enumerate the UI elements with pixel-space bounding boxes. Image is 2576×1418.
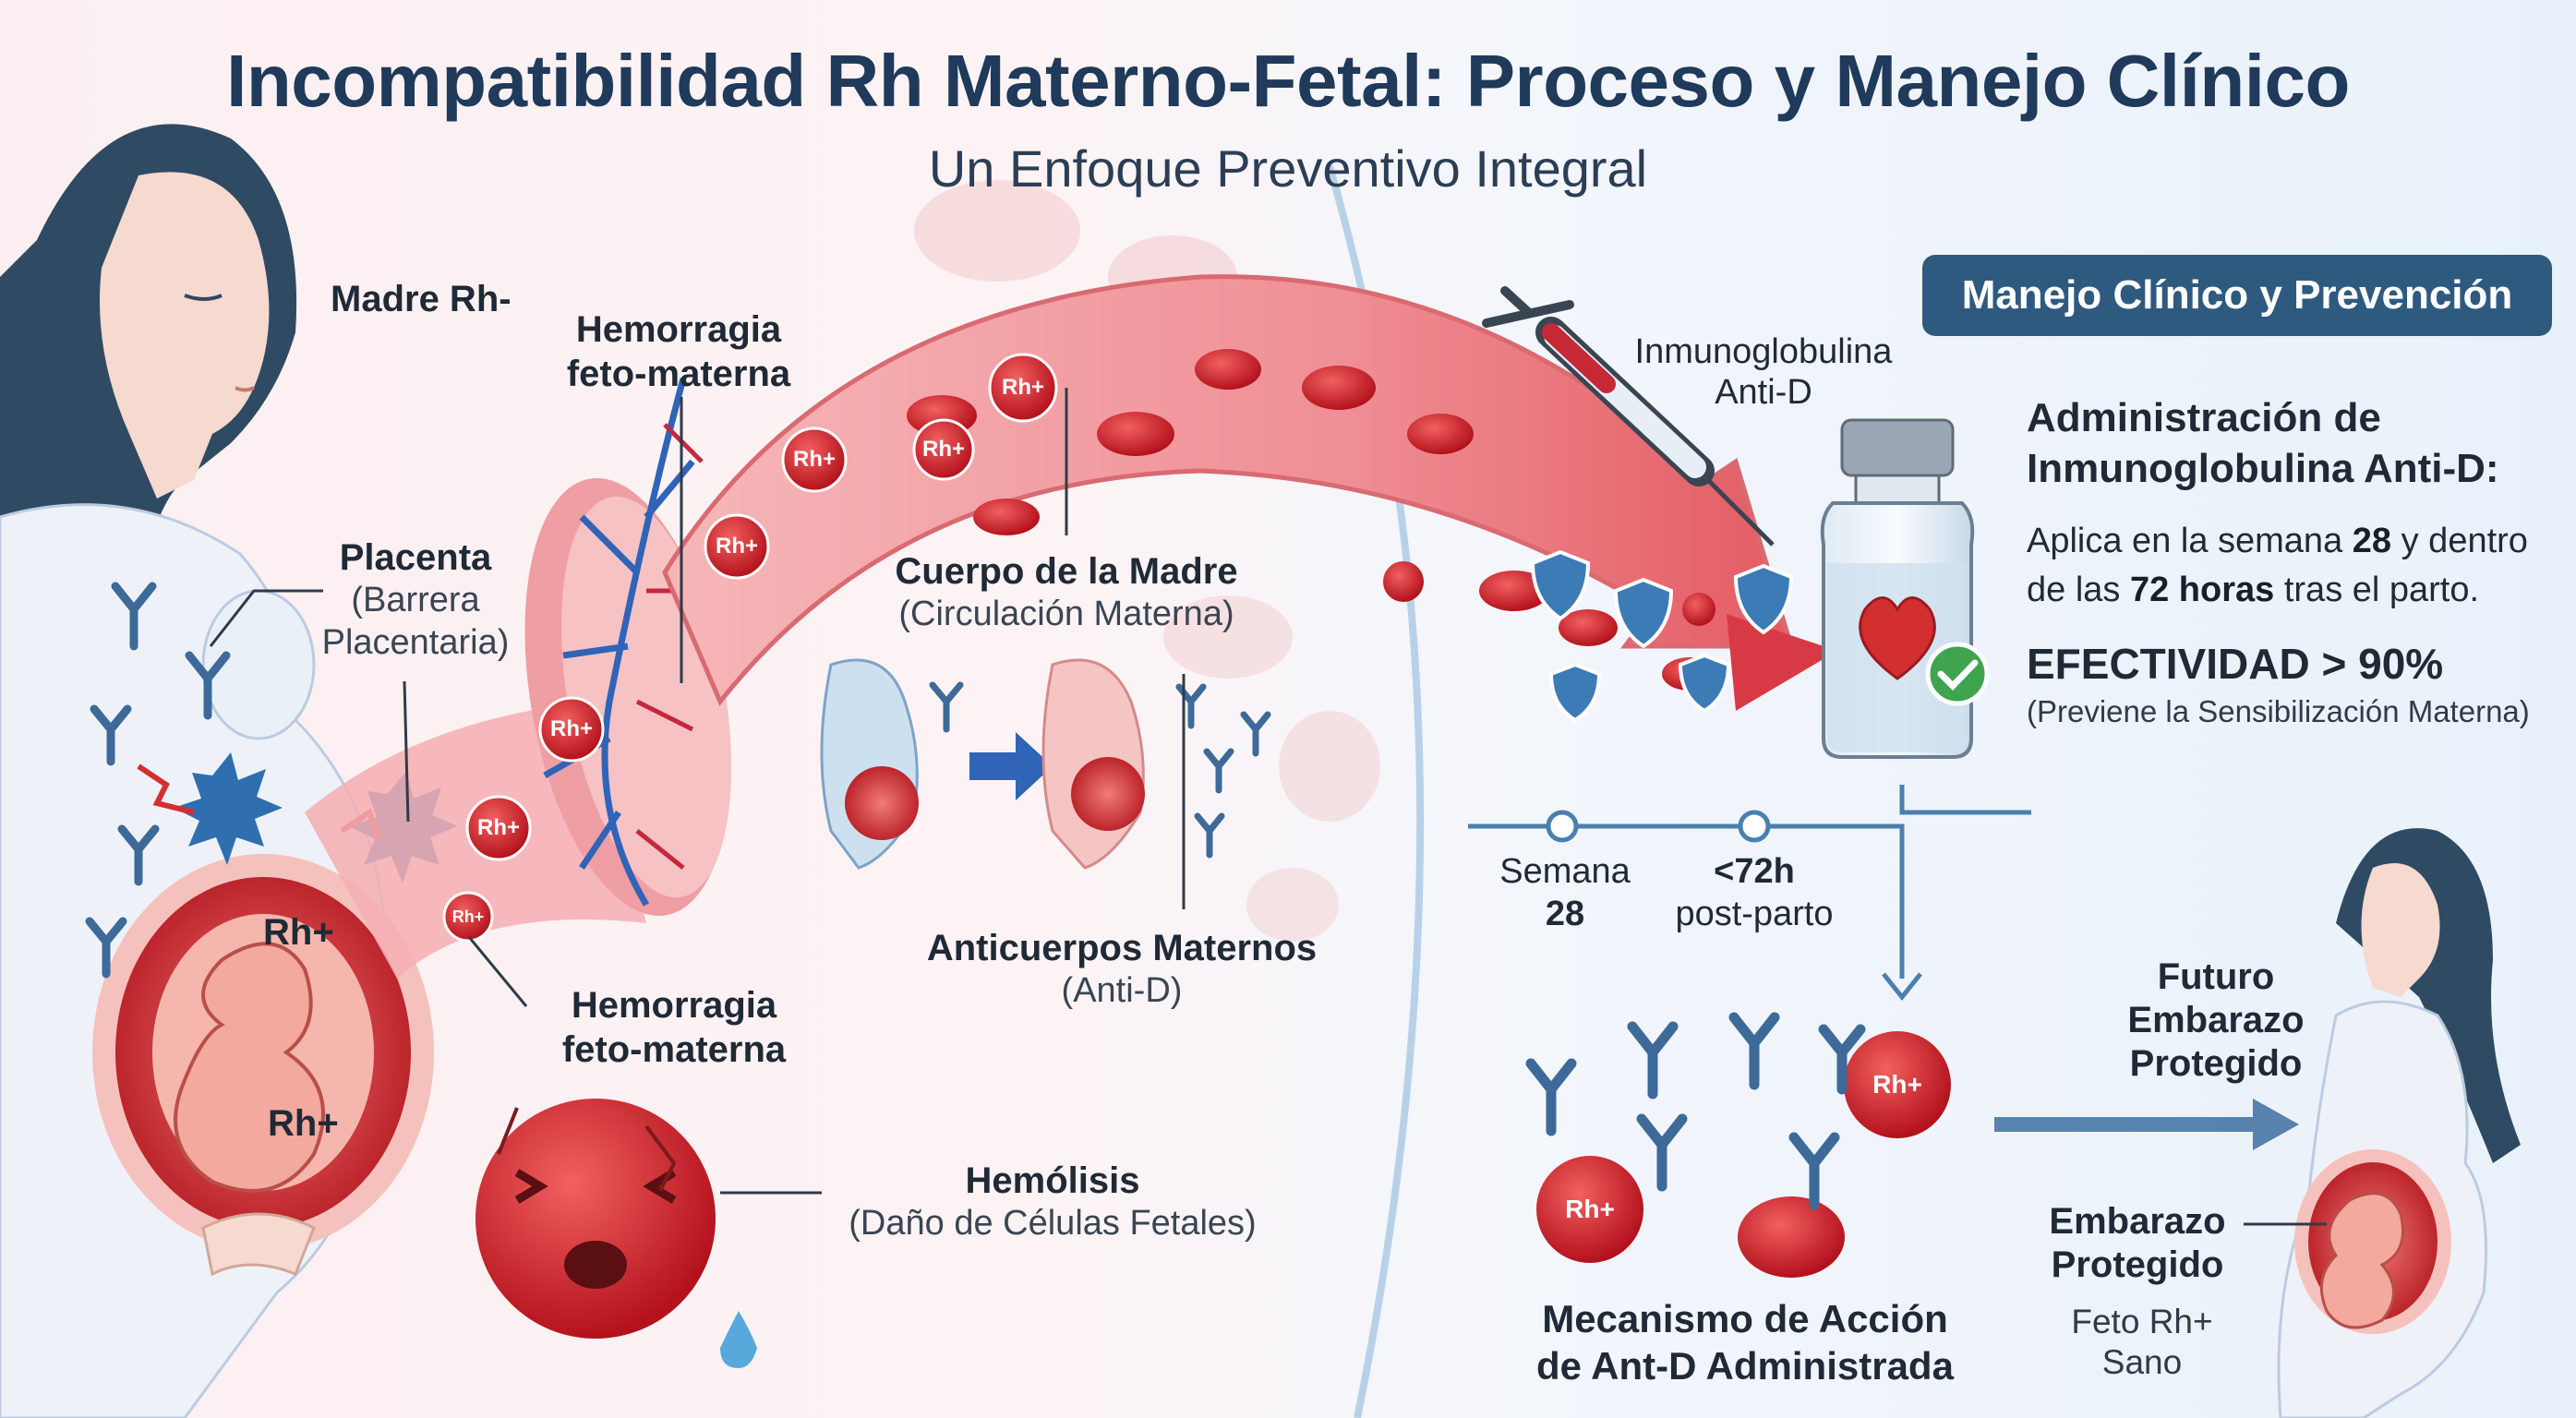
syringe-label-line1: Inmunoglobulina [1634, 332, 1893, 371]
placenta-label-sub2: Placentaria) [321, 622, 510, 662]
admin-desc-part3: de las [2027, 571, 2121, 610]
antibody-icon [1525, 1012, 1866, 1210]
mechanism-label: Mecanismo de Acción de Ant-D Administrad… [1505, 1295, 1985, 1389]
hemolysis-title: Hemólisis [965, 1160, 1140, 1201]
placenta-label: Placenta (Barrera Placentaria) [295, 535, 536, 664]
antibodies-sub: (Anti-D) [1061, 971, 1183, 1010]
rh-cell-tag: Rh+ [715, 534, 758, 559]
syringe-label: Inmunoglobulina Anti-D [1625, 332, 1902, 413]
antibody-icon [85, 582, 231, 979]
hemolysis-sub: (Daño de Células Fetales) [849, 1204, 1257, 1243]
rh-cell-tag: Rh+ [792, 447, 836, 472]
mechanism-cells [1536, 1031, 1951, 1278]
placenta-label-sub1: (Barrera [351, 581, 480, 619]
timeline-node-week [1546, 810, 1579, 843]
arrow-right-icon [1994, 1099, 2299, 1150]
antibody-icon [929, 681, 1271, 859]
hemorrhage-label-bottom-line2: feto-materna [561, 1029, 787, 1070]
admin-desc-part1: Aplica en la semana [2027, 522, 2343, 560]
admin-desc-week: 28 [2352, 522, 2392, 560]
healthy-line1: Feto Rh+ [2071, 1303, 2213, 1340]
healthy-line2: Sano [2101, 1342, 2183, 1381]
timeline-node-hours [1738, 810, 1771, 843]
antibodies-title: Anticuerpos Maternos [926, 928, 1318, 968]
arrow-right-icon [1727, 614, 1837, 711]
protected-line2: Protegido [2051, 1244, 2224, 1286]
syringe-icon [1482, 286, 1775, 547]
hemolysis-label: Hemólisis (Daño de Células Fetales) [813, 1159, 1293, 1245]
leader-lines [209, 388, 2327, 1226]
effectiveness-value: EFECTIVIDAD > 90% [2027, 640, 2444, 688]
timeline-hours: <72h post-parto [1653, 851, 1856, 935]
shield-icon [1530, 549, 1794, 723]
hemorrhage-label-bottom: Hemorragia feto-materna [536, 983, 813, 1072]
arrow-right-icon [969, 732, 1053, 800]
mother-label: Madre Rh- [331, 279, 512, 319]
rh-cell-tag: Rh+ [549, 716, 593, 741]
mechanism-label-line2: de Ant-D Administrada [1536, 1344, 1954, 1388]
chevron-down-icon [1882, 972, 1922, 1002]
page-title: Incompatibilidad Rh Materno-Fetal: Proce… [226, 40, 2350, 122]
antibodies-label: Anticuerpos Maternos (Anti-D) [891, 926, 1353, 1013]
maternal-body-title: Cuerpo de la Madre [895, 551, 1238, 592]
admin-description: Aplica en la semana 28 y dentro de las 7… [2027, 517, 2562, 615]
rh-cell-tag: Rh+ [476, 815, 520, 840]
maternal-body-sub: (Circulación Materna) [898, 595, 1234, 633]
maternal-body-label: Cuerpo de la Madre (Circulación Materna) [859, 549, 1274, 636]
management-header: Manejo Clínico y Prevención [1922, 255, 2552, 336]
hemorrhage-label-top-line1: Hemorragia [575, 309, 782, 350]
rh-cell-tag: Rh+ [451, 907, 485, 926]
fetus-icon [174, 942, 325, 1193]
page-subtitle: Un Enfoque Preventivo Integral [928, 139, 1648, 198]
mechanism-label-line1: Mecanismo de Acción [1542, 1297, 1948, 1340]
mech-cell-tag-1: Rh+ [1565, 1195, 1615, 1223]
hemorrhage-label-bottom-line1: Hemorragia [571, 985, 777, 1026]
vial-icon [1820, 418, 1975, 759]
admin-desc-part4: tras el parto. [2283, 571, 2480, 610]
mother-before-icon [820, 658, 919, 870]
check-icon [1925, 642, 1990, 706]
timeline-week: Semana 28 [1477, 851, 1653, 935]
admin-title-line2: Inmunoglobulina Anti-D: [2027, 446, 2499, 491]
rh-cell-tag: Rh+ [921, 437, 965, 462]
placenta-label-title: Placenta [339, 537, 492, 578]
fetus-tag-2: Rh+ [268, 1103, 339, 1144]
timeline-week-label: Semana [1499, 852, 1631, 891]
effectiveness-sub: (Previene la Sensibilización Materna) [2027, 694, 2530, 728]
admin-desc-hours: 72 horas [2129, 571, 2275, 610]
timeline [1468, 785, 2031, 979]
fetus-tag-1: Rh+ [263, 912, 334, 953]
mother-after-icon [1041, 658, 1145, 870]
crying-cell-icon [475, 1099, 757, 1368]
future-line2: Embarazo [2127, 1000, 2305, 1041]
timeline-hours-label: post-parto [1675, 894, 1834, 933]
admin-title: Administración de Inmunoglobulina Anti-D… [2027, 392, 2499, 494]
timeline-week-value: 28 [1545, 894, 1585, 933]
future-pregnancy-label: Futuro Embarazo Protegido [2068, 955, 2364, 1087]
protected-line1: Embarazo [2049, 1201, 2226, 1242]
hemorrhage-label-top: Hemorragia feto-materna [540, 307, 817, 396]
mech-cell-tag-2: Rh+ [1872, 1070, 1922, 1099]
syringe-label-line2: Anti-D [1715, 372, 1812, 412]
pregnant-woman-icon [2277, 828, 2521, 1418]
timeline-hours-value: <72h [1714, 852, 1795, 891]
rh-positive-cells [442, 353, 1058, 943]
admin-desc-part2: y dentro [2401, 522, 2528, 560]
admin-title-line1: Administración de [2027, 395, 2381, 440]
healthy-fetus-label: Feto Rh+ Sano [2031, 1302, 2253, 1382]
hemorrhage-label-top-line2: feto-materna [566, 354, 791, 394]
protected-pregnancy-label: Embarazo Protegido [2013, 1200, 2262, 1287]
future-line1: Futuro [2157, 956, 2275, 997]
rh-cell-tag: Rh+ [1001, 375, 1044, 400]
future-line3: Protegido [2129, 1043, 2303, 1085]
heart-icon [1859, 596, 1936, 680]
womb [92, 854, 434, 1277]
